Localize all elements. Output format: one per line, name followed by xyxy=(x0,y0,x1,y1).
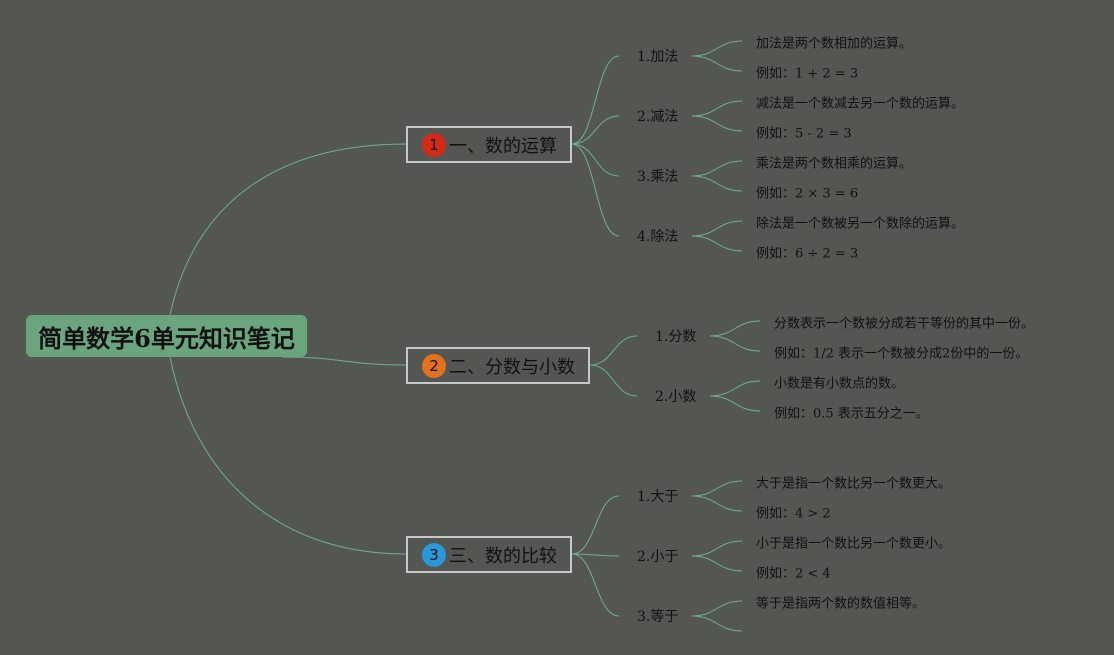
leaf-link xyxy=(691,55,743,72)
root-link-2 xyxy=(281,356,407,366)
subtopic[interactable]: 1.大于 xyxy=(637,489,679,505)
subtopic[interactable]: 2.小于 xyxy=(637,549,679,565)
section-2-link-2 xyxy=(589,364,638,397)
leaf-link xyxy=(709,380,761,397)
section-1-link-4 xyxy=(571,143,620,237)
section-3-link-1 xyxy=(571,495,620,555)
definition-text: 减法是一个数减去另一个数的运算。 xyxy=(756,96,965,112)
definition-text: 小数是有小数点的数。 xyxy=(774,376,905,392)
root-topic[interactable]: 简单数学6单元知识笔记 xyxy=(26,315,307,357)
section-1-link-2 xyxy=(571,115,620,145)
leaf-link xyxy=(691,220,743,237)
subtopic[interactable]: 2.小数 xyxy=(655,389,697,405)
leaf-link xyxy=(709,320,761,337)
leaf-link xyxy=(691,100,743,117)
definition-text: 分数表示一个数被分成若干等份的其中一份。 xyxy=(774,316,1035,332)
section-3-link-3 xyxy=(571,553,620,617)
definition-text: 除法是一个数被另一个数除的运算。 xyxy=(756,216,965,232)
example-text: 例如：1/2 表示一个数被分成2份中的一份。 xyxy=(774,346,1029,362)
leaf-link xyxy=(691,175,743,192)
example-text: 例如：1 + 2 = 3 xyxy=(756,66,859,82)
root-link-1 xyxy=(169,143,407,316)
leaf-link xyxy=(691,540,743,557)
example-text: 例如：5 - 2 = 3 xyxy=(756,126,852,142)
section-1-link-1 xyxy=(571,55,620,145)
example-text: 例如：0.5 表示五分之一。 xyxy=(774,406,929,422)
leaf-link xyxy=(691,495,743,512)
example-text: 例如：6 ÷ 2 = 3 xyxy=(756,246,859,262)
subtopic[interactable]: 3.等于 xyxy=(637,609,679,625)
section-title: 三、数的比较 xyxy=(449,545,557,567)
section-number-badge: 2 xyxy=(422,353,446,378)
subtopic[interactable]: 1.分数 xyxy=(655,329,697,345)
section-number-badge: 1 xyxy=(422,132,446,157)
leaf-link xyxy=(709,335,761,352)
leaf-link xyxy=(691,40,743,57)
definition-text: 大于是指一个数比另一个数更大。 xyxy=(756,476,952,492)
example-text: 例如：2 < 4 xyxy=(756,566,831,582)
subtopic[interactable]: 2.减法 xyxy=(637,109,679,125)
section-1-link-3 xyxy=(571,143,620,177)
definition-text: 乘法是两个数相乘的运算。 xyxy=(756,156,913,172)
leaf-link xyxy=(691,480,743,497)
example-text: 例如：2 × 3 = 6 xyxy=(756,186,859,202)
leaf-link xyxy=(691,160,743,177)
section-3-link-2 xyxy=(571,553,620,557)
section-number-badge: 3 xyxy=(422,542,446,567)
leaf-link xyxy=(709,395,761,412)
definition-text: 等于是指两个数的数值相等。 xyxy=(756,596,926,612)
root-link-3 xyxy=(169,356,407,555)
subtopic[interactable]: 3.乘法 xyxy=(637,169,679,185)
definition-text: 小于是指一个数比另一个数更小。 xyxy=(756,536,952,552)
leaf-link xyxy=(691,600,743,617)
example-text: 例如：4 > 2 xyxy=(756,506,831,522)
subtopic[interactable]: 1.加法 xyxy=(637,49,679,65)
subtopic[interactable]: 4.除法 xyxy=(637,229,679,245)
leaf-link xyxy=(691,555,743,572)
leaf-link xyxy=(691,615,743,632)
leaf-link xyxy=(691,235,743,252)
definition-text: 加法是两个数相加的运算。 xyxy=(756,36,913,52)
leaf-link xyxy=(691,115,743,132)
section-title: 二、分数与小数 xyxy=(449,356,575,378)
section-title: 一、数的运算 xyxy=(449,135,557,157)
root-title: 简单数学6单元知识笔记 xyxy=(38,323,295,353)
section-2-link-1 xyxy=(589,335,638,366)
